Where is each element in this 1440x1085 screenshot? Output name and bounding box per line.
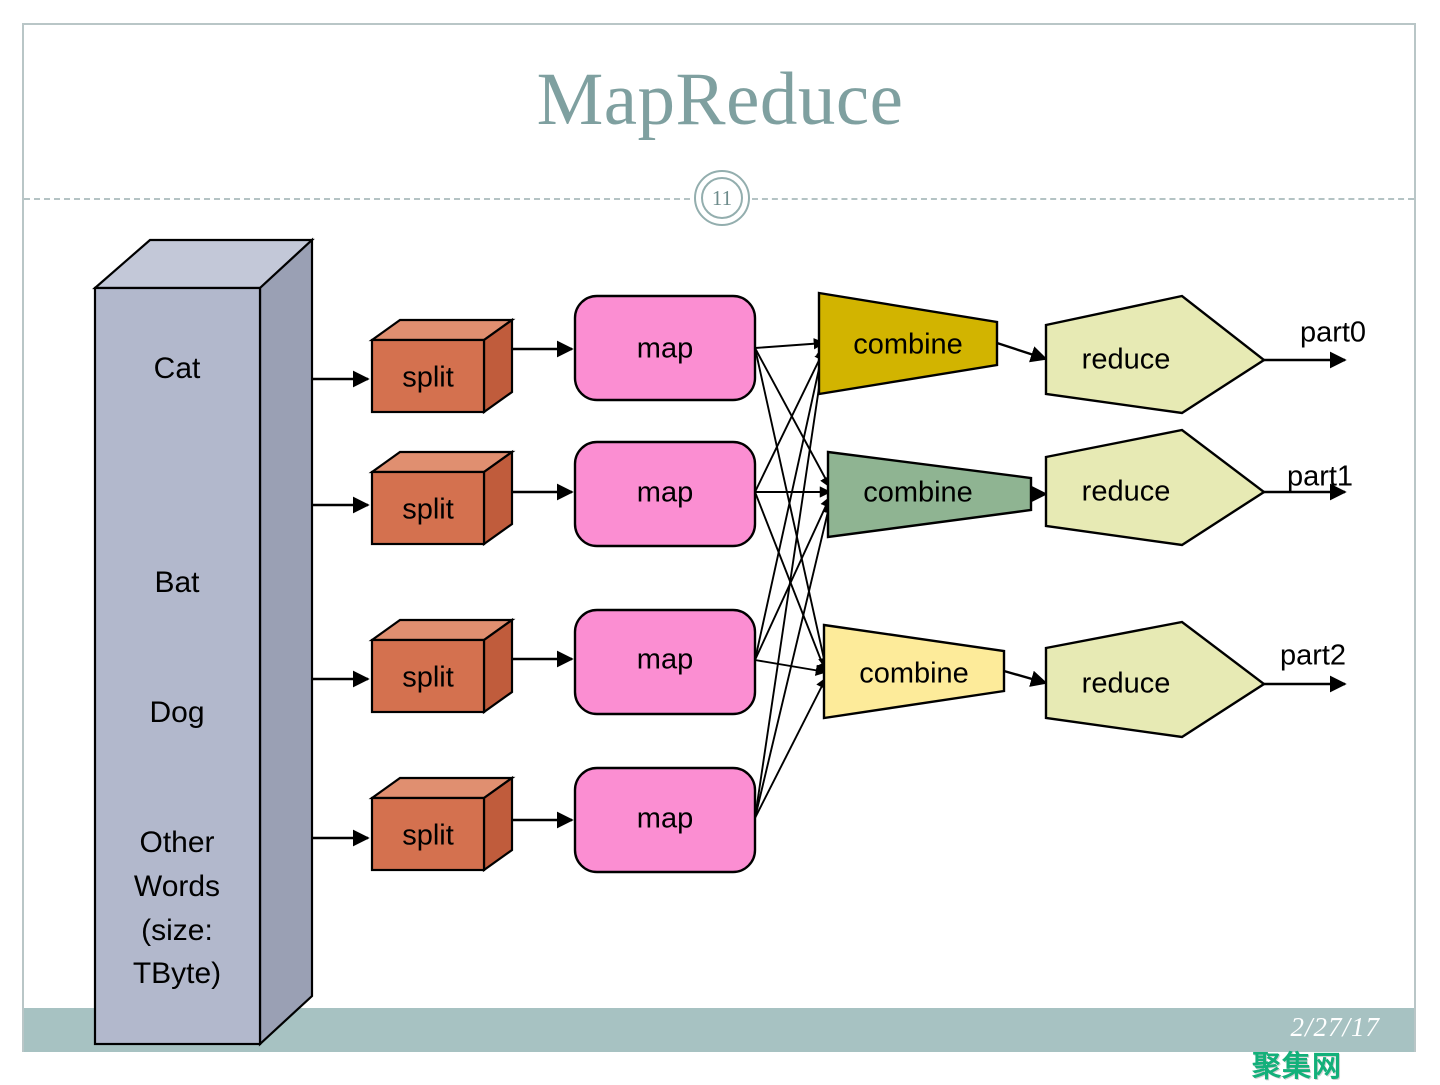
edge-map3-combine1	[754, 344, 828, 661]
edge-map1-combine1	[754, 338, 826, 350]
input-label-other-3: (size:	[141, 914, 213, 947]
combine-shape-3[interactable]: combine	[822, 623, 1006, 720]
map-box-2[interactable]: map	[573, 440, 757, 548]
edge-map4-combine2	[754, 501, 834, 819]
split-box-2[interactable]: split	[368, 449, 516, 547]
reduce-3-shape	[1044, 620, 1267, 739]
output-label-part1: part1	[1287, 461, 1353, 493]
edge-map4-combine1	[754, 352, 829, 819]
page-title: MapReduce	[536, 58, 904, 141]
combine-3-label: combine	[859, 658, 969, 690]
arrow-combine1-reduce1	[996, 341, 1048, 363]
edge-map1-combine2	[754, 347, 831, 489]
output-label-part2: part2	[1280, 640, 1346, 672]
map-box-1[interactable]: map	[573, 294, 757, 402]
reduce-3-label: reduce	[1082, 668, 1171, 700]
edge-map1-combine3	[754, 347, 830, 670]
edge-map3-combine2	[754, 495, 831, 661]
page-number-label: 11	[701, 177, 743, 219]
input-label-cat: Cat	[154, 352, 201, 385]
input-cube-side-face	[258, 237, 314, 1047]
arrow-combine3-reduce3	[1003, 669, 1048, 687]
reduce-1-shape	[1044, 294, 1267, 415]
reduce-2-label: reduce	[1082, 476, 1171, 508]
split-2-label: split	[402, 494, 454, 526]
edge-map4-combine3	[754, 676, 827, 819]
page-number-badge: 11	[694, 170, 750, 226]
input-label-other-2: Words	[134, 870, 220, 903]
split-3-label: split	[402, 662, 454, 694]
split-to-map-arrows	[512, 340, 574, 829]
split-4-label: split	[402, 820, 454, 852]
map-1-label: map	[637, 333, 693, 365]
reduce-shape-3[interactable]: reduce	[1044, 620, 1267, 739]
combine-3-shape	[822, 623, 1006, 720]
map-to-combine-edges	[754, 338, 834, 819]
output-label-part0: part0	[1300, 317, 1366, 349]
combine-shape-2[interactable]: combine	[826, 450, 1033, 539]
split-3-front-face	[370, 638, 486, 714]
reduce-shape-1[interactable]: reduce	[1044, 294, 1267, 415]
output-arrows	[1264, 351, 1347, 693]
map-4-shape	[573, 766, 757, 874]
map-3-shape	[573, 608, 757, 716]
footer-date: 2/27/17	[1290, 1012, 1380, 1042]
map-3-label: map	[637, 644, 693, 676]
combine-shape-1[interactable]: combine	[817, 291, 999, 396]
split-1-front-face	[370, 338, 486, 414]
combine-2-shape	[826, 450, 1033, 539]
map-box-4[interactable]: map	[573, 766, 757, 874]
combine-1-shape	[817, 291, 999, 396]
input-label-other-1: Other	[139, 826, 214, 859]
split-2-front-face	[370, 470, 486, 546]
split-1-label: split	[402, 362, 454, 394]
combine-2-label: combine	[863, 477, 973, 509]
reduce-1-label: reduce	[1082, 344, 1171, 376]
map-2-label: map	[637, 477, 693, 509]
input-cube-front-face	[93, 286, 262, 1046]
split-box-4[interactable]: split	[368, 775, 516, 873]
input-label-other-4: TByte)	[133, 957, 221, 990]
edge-map2-combine1	[754, 348, 825, 493]
split-box-1[interactable]: split	[368, 317, 516, 415]
combine-to-reduce-arrows	[996, 341, 1048, 687]
map-box-3[interactable]: map	[573, 608, 757, 716]
split-4-front-face	[370, 796, 486, 872]
input-to-split-arrows	[312, 370, 370, 847]
map-4-label: map	[637, 803, 693, 835]
input-label-dog: Dog	[149, 696, 204, 729]
combine-1-label: combine	[853, 329, 963, 361]
input-data-cube: Cat Bat Dog Other Words (size: TByte)	[92, 237, 315, 1047]
divider-line-right	[752, 198, 1414, 200]
divider-line-left	[24, 198, 690, 200]
watermark-logo: 聚集网	[1252, 1049, 1343, 1083]
reduce-2-shape	[1044, 428, 1267, 547]
input-label-bat: Bat	[154, 566, 200, 599]
split-box-3[interactable]: split	[368, 617, 516, 715]
reduce-shape-2[interactable]: reduce	[1044, 428, 1267, 547]
